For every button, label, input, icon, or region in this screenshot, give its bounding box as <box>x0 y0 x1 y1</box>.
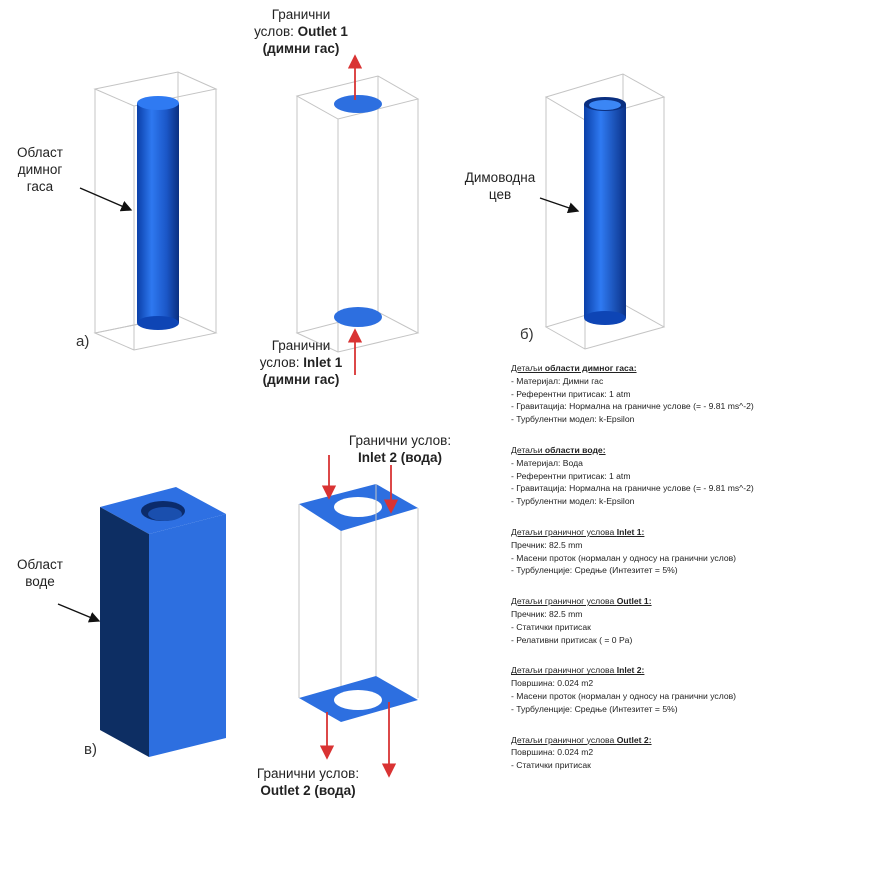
details-heading-bold: Outlet 2: <box>616 734 652 745</box>
flue-pipe-label: Димоводна цев <box>460 169 540 203</box>
details-line: - Референтни притисак: 1 atm <box>511 388 631 399</box>
outlet1-label-prefix: услов: <box>254 24 298 39</box>
gas-region-label: Област димног гаса <box>0 144 80 195</box>
water-region-label-line1: Област <box>17 557 63 572</box>
details-line: - Релативни притисак ( = 0 Pa) <box>511 634 633 645</box>
details-line: - Турбуленције: Средње (Интезитет = 5%) <box>511 565 678 576</box>
gas-region-label-line1: Област <box>17 145 63 160</box>
inlet1-label-line1: Гранични <box>271 338 331 353</box>
details-column: Детаљи области димног гаса: - Материјал:… <box>511 362 866 790</box>
water-block <box>100 487 226 757</box>
inlet1-label: Гранични услов: Inlet 1 (димни гас) <box>246 337 356 388</box>
panel-label-a: а) <box>76 333 90 350</box>
inlet1-label-bold: Inlet 1 <box>303 355 343 370</box>
panel-label-b: б) <box>520 326 534 343</box>
flue-pipe-label-line2: цев <box>488 187 512 202</box>
details-line: Пречник: 82.5 mm <box>511 608 583 619</box>
details-line: - Статички притисак <box>511 621 591 632</box>
details-line: - Турбулентни модел: k-Epsilon <box>511 414 635 425</box>
details-heading: Детаљи граничног услова Inlet 2: <box>511 664 866 677</box>
details-outlet2: Детаљи граничног услова Outlet 2: Површи… <box>511 734 866 772</box>
details-heading-prefix: Детаљи <box>511 444 545 455</box>
gas-region-label-line2: димног <box>17 162 63 177</box>
details-line: - Масени проток (нормалан у односу на гр… <box>511 690 737 701</box>
details-heading-prefix: Детаљи <box>511 363 545 373</box>
details-line: - Гравитација: Нормална на граничне усло… <box>511 483 754 494</box>
details-line: - Референтни притисак: 1 atm <box>511 470 631 481</box>
details-heading-prefix: Детаљи граничног услова <box>511 596 617 607</box>
details-heading: Детаљи граничног услова Outlet 1: <box>511 595 866 608</box>
details-line: - Материјал: Димни гас <box>511 375 604 386</box>
outlet1-label-line1: Гранични <box>271 7 331 22</box>
details-line: - Гравитација: Нормална на граничне усло… <box>511 401 754 412</box>
boundary-box-2 <box>298 484 419 722</box>
outlet1-label-bold: Outlet 1 <box>297 24 348 39</box>
inlet1-label-prefix: услов: <box>259 355 304 370</box>
details-heading-bold: Inlet 2: <box>616 665 645 676</box>
outlet1-label-line2: услов: Outlet 1 <box>246 23 356 40</box>
details-heading-bold: области воде: <box>544 444 606 455</box>
details-line: - Статички притисак <box>511 760 591 771</box>
details-gas-region: Детаљи области димног гаса: - Материјал:… <box>511 362 866 426</box>
details-inlet2: Детаљи граничног услова Inlet 2: Површин… <box>511 664 866 715</box>
inlet2-label-line1: Гранични услов: <box>348 433 452 448</box>
details-heading-prefix: Детаљи граничног услова <box>511 665 617 676</box>
outlet1-label: Гранични услов: Outlet 1 (димни гас) <box>246 6 356 57</box>
water-region-label-line2: воде <box>25 574 55 589</box>
details-heading: Детаљи области воде: <box>511 444 866 457</box>
details-heading-prefix: Детаљи граничног услова <box>511 734 617 745</box>
details-heading-prefix: Детаљи граничног услова <box>511 526 617 537</box>
inlet1-label-line2: услов: Inlet 1 <box>246 354 356 371</box>
water-region-arrow <box>57 603 101 623</box>
panel-label-c: в) <box>84 741 97 758</box>
outlet2-label: Гранични услов: Outlet 2 (вода) <box>238 765 378 799</box>
details-line: - Турбулентни модел: k-Epsilon <box>511 496 635 507</box>
inlet2-label-line2: Inlet 2 (вода) <box>357 450 443 465</box>
inlet2-label: Гранични услов: Inlet 2 (вода) <box>330 432 470 466</box>
flue-pipe-arrow <box>539 197 580 214</box>
inlet1-label-line3: (димни гас) <box>262 372 340 387</box>
outlet1-disk <box>334 95 382 113</box>
water-region-label: Област воде <box>10 556 70 590</box>
details-line: Површина: 0.024 m2 <box>511 747 594 758</box>
details-heading: Детаљи граничног услова Inlet 1: <box>511 526 866 539</box>
details-line: - Масени проток (нормалан у односу на гр… <box>511 552 737 563</box>
inlet1-disk <box>334 307 382 327</box>
outlet1-label-line3: (димни гас) <box>262 41 340 56</box>
details-heading-bold: Outlet 1: <box>616 596 652 607</box>
details-line: Површина: 0.024 m2 <box>511 678 594 689</box>
details-line: Пречник: 82.5 mm <box>511 539 583 550</box>
details-water-region: Детаљи области воде: - Материјал: Вода -… <box>511 444 866 508</box>
details-heading: Детаљи области димног гаса: <box>511 362 866 375</box>
gas-region-arrow <box>79 187 133 212</box>
details-line: - Материјал: Вода <box>511 457 583 468</box>
details-inlet1: Детаљи граничног услова Inlet 1: Пречник… <box>511 526 866 577</box>
outlet2-label-line1: Гранични услов: <box>256 766 360 781</box>
flue-pipe-label-line1: Димоводна <box>464 170 536 185</box>
details-heading-bold: области димног гаса: <box>544 363 637 373</box>
flue-pipe <box>584 97 626 325</box>
details-heading: Детаљи граничног услова Outlet 2: <box>511 734 866 747</box>
details-line: - Турбуленције: Средње (Интезитет = 5%) <box>511 703 678 714</box>
gas-cylinder <box>137 96 179 330</box>
gas-region-label-line3: гаса <box>26 179 54 194</box>
details-heading-bold: Inlet 1: <box>616 526 645 537</box>
details-outlet1: Детаљи граничног услова Outlet 1: Пречни… <box>511 595 866 646</box>
outlet2-label-line2: Outlet 2 (вода) <box>260 783 356 798</box>
